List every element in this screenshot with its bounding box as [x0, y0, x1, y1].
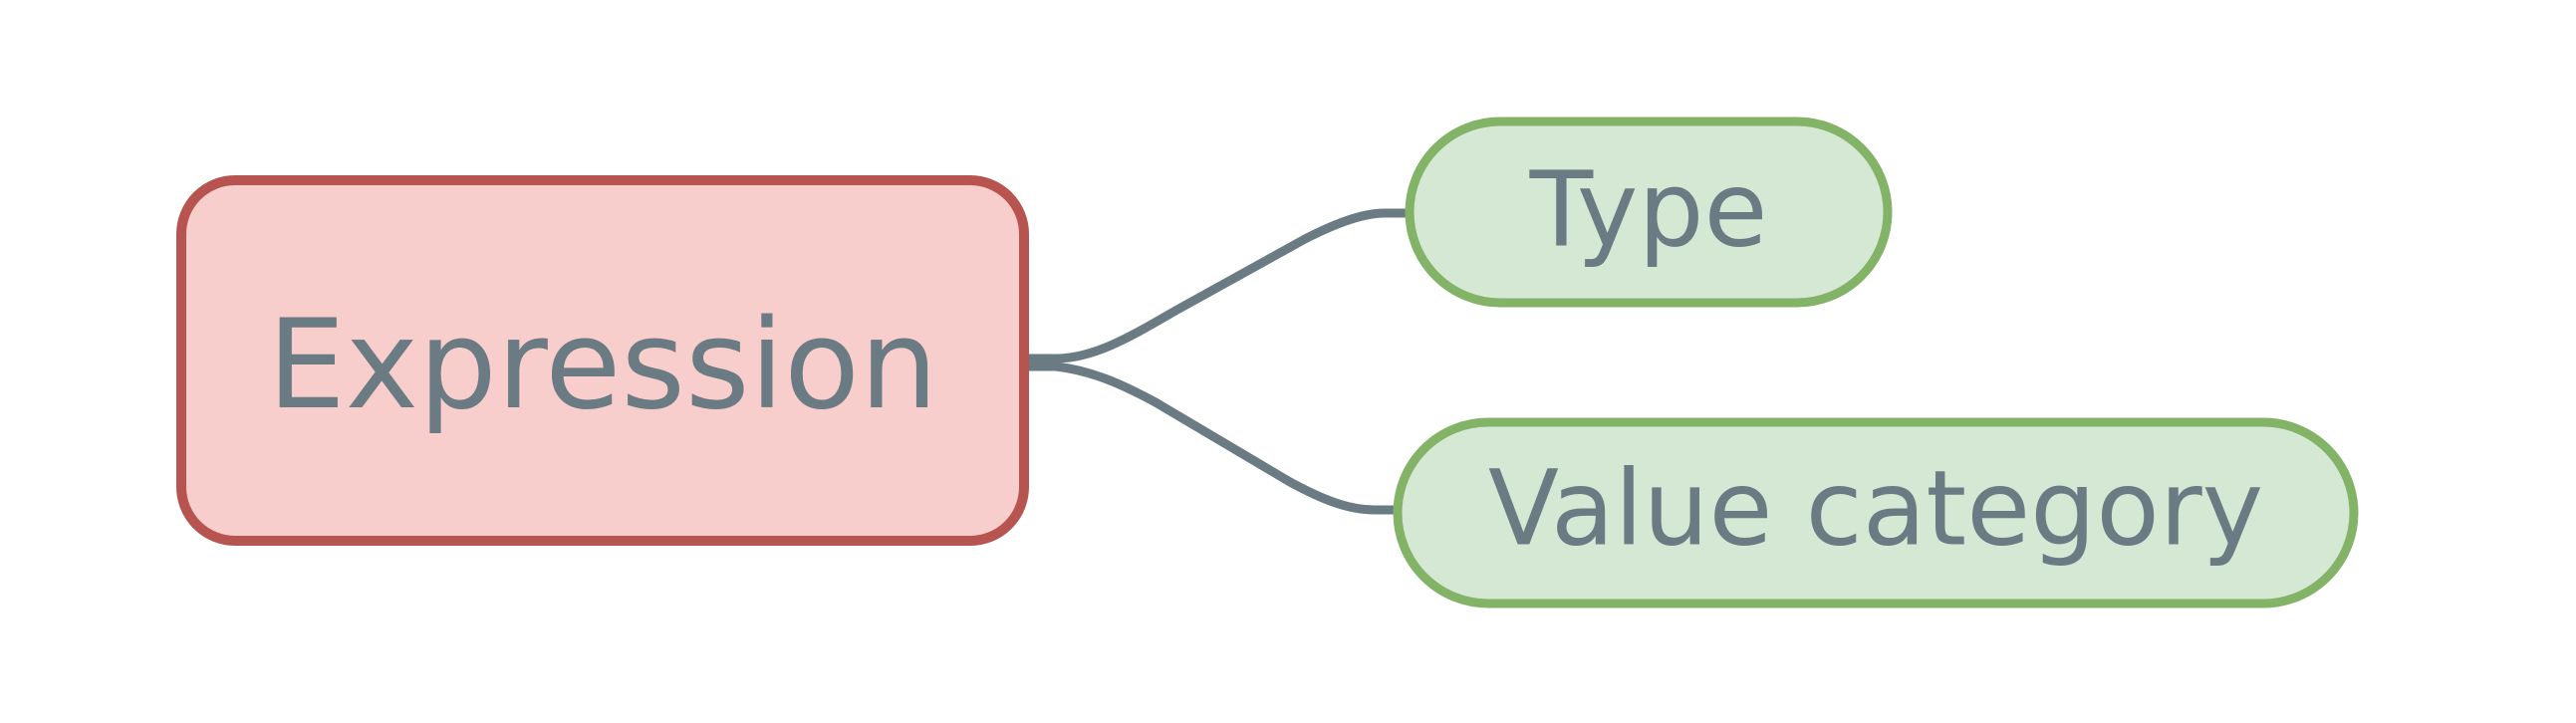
child-node-type[interactable]: Type: [1405, 117, 1893, 308]
child-node-value-category-label: Value category: [1488, 447, 2263, 569]
child-node-value-category[interactable]: Value category: [1393, 417, 2359, 608]
child-node-type-box: [1405, 117, 1893, 308]
connector-root-to-value-category: [1023, 362, 1406, 515]
root-node[interactable]: Expression: [176, 175, 1029, 546]
root-node-label: Expression: [267, 294, 937, 437]
child-node-value-category-box: [1393, 417, 2359, 608]
connector-root-to-type: [1023, 208, 1417, 363]
root-node-box: [176, 175, 1029, 546]
child-node-type-label: Type: [1529, 148, 1768, 270]
